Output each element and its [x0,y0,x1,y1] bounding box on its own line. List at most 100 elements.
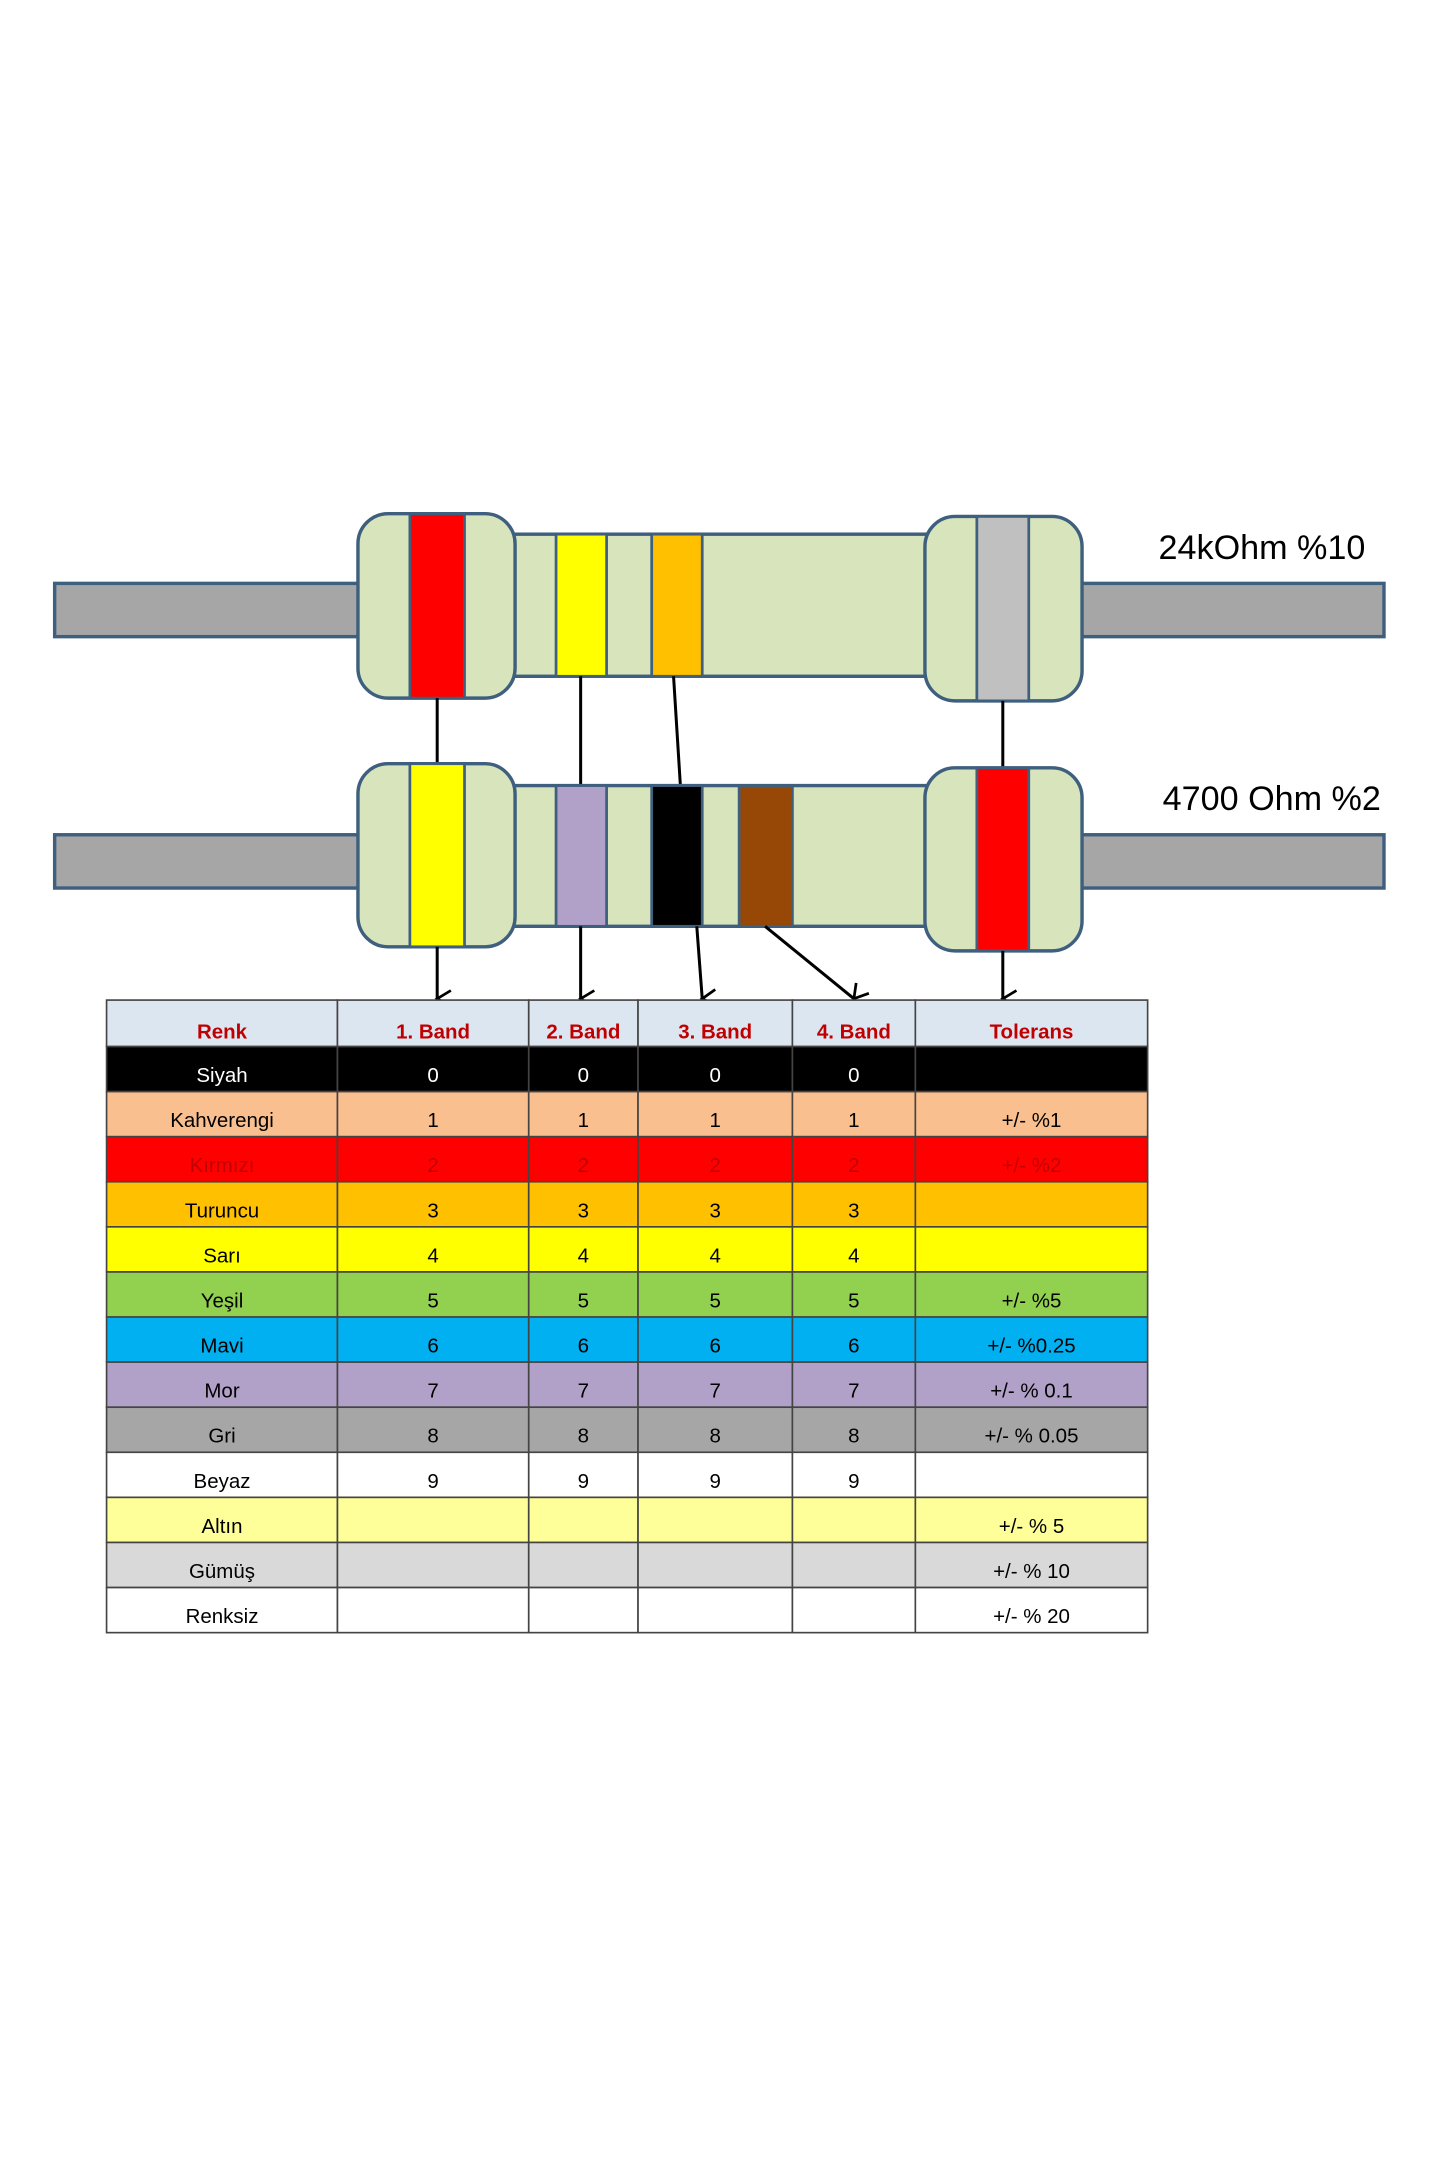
arrows-to-table [434,925,1018,1009]
color-name: Gümüş [189,1560,255,1583]
resistor-1-value-label: 24kOhm %10 [1159,529,1366,567]
color-name: Gri [208,1425,235,1448]
table-cell [637,1135,794,1183]
table-cell [336,1090,530,1138]
header-label: 4. Band [817,1020,891,1043]
resistor-1-tolerance-band [975,515,1031,703]
cell-value: 2 [848,1154,859,1177]
table-cell [105,1316,339,1363]
cell-value: 6 [427,1335,438,1358]
table-cell [914,1226,1149,1273]
table-cell [637,1406,794,1454]
cell-value: +/- % 0.05 [985,1425,1079,1448]
cell-value: 5 [710,1289,721,1312]
table-row: Altın +/- % 5 [105,1496,1149,1544]
table-cell [791,1226,917,1273]
table-cell [791,1496,917,1544]
resistor-2-band-3 [650,784,704,928]
table-cell [791,1316,917,1363]
cell-value: +/- % 10 [993,1560,1070,1583]
cell-value: 6 [578,1335,589,1358]
table-cell [914,1135,1149,1183]
cell-value: 8 [848,1425,859,1448]
table-cell [637,1586,794,1634]
cell-value: +/- % 5 [999,1515,1064,1538]
table-cell [105,1180,339,1228]
resistor-1-band-3 [650,532,704,678]
resistor-2-band-1 [408,762,466,949]
color-name: Sarı [203,1244,241,1267]
cell-value: 7 [427,1380,438,1403]
cell-value: 9 [578,1470,589,1493]
cell-value: 4 [710,1244,721,1267]
cell-value: +/- %5 [1002,1289,1062,1312]
table-cell [637,1541,794,1589]
resistor-2: 4700 Ohm %2 [52,762,1386,953]
resistor-1-band-1 [408,512,466,700]
table-cell [527,1496,639,1544]
table-cell [527,1090,639,1138]
table-cell [791,1090,917,1138]
table-row: Renksiz +/- % 20 [105,1586,1149,1634]
table-cell [527,1451,639,1499]
table-cell [791,1541,917,1589]
table-cell [914,1586,1149,1634]
table-cell [637,1271,794,1318]
connector-line [672,676,682,786]
table-cell [791,1045,917,1093]
cell-value: 1 [427,1109,438,1132]
header-label: 3. Band [678,1020,752,1043]
cell-value: 4 [578,1244,589,1267]
table-cell [791,1586,917,1634]
table-cell [914,1451,1149,1499]
table-cell [336,1180,530,1228]
cell-value: 0 [427,1064,438,1087]
color-name: Kahverengi [170,1109,274,1132]
table-cell [336,1226,530,1273]
table-cell [527,1271,639,1318]
table-cell [914,1361,1149,1409]
cell-value: 0 [578,1064,589,1087]
table-cell [914,1090,1149,1138]
table-cell [105,1226,339,1273]
cell-value: 9 [848,1470,859,1493]
cell-value: 8 [427,1425,438,1448]
table-cell [637,1090,794,1138]
cell-value: 3 [578,1199,589,1222]
table-cell [527,1316,639,1363]
cell-value: 9 [710,1470,721,1493]
cell-value: 0 [848,1064,859,1087]
table-cell [791,1135,917,1183]
cell-value: +/- %1 [1002,1109,1062,1132]
cell-value: 3 [427,1199,438,1222]
header-label: Tolerans [990,1020,1074,1043]
cell-value: 4 [848,1244,859,1267]
table-cell [527,1541,639,1589]
resistor-1-right-lead [1074,581,1386,639]
cell-value: 2 [427,1154,438,1177]
color-name: Altın [202,1515,243,1538]
arrow-icon [695,926,718,1008]
cell-value: 2 [710,1154,721,1177]
cell-value: +/- %2 [1002,1154,1062,1177]
table-cell [336,1541,530,1589]
table-cell [637,1451,794,1499]
table-cell [527,1361,639,1409]
resistor-2-left-lead [52,833,364,890]
arrow-icon [764,925,870,1001]
cell-value: +/- % 0.1 [990,1380,1073,1403]
table-cell [914,1541,1149,1589]
table-cell [914,1496,1149,1544]
cell-value: +/- %0.25 [987,1335,1075,1358]
cell-value: +/- % 20 [993,1605,1070,1628]
color-name: Renksiz [186,1605,259,1628]
resistor-2-band-2 [554,784,608,928]
cell-value: 2 [578,1154,589,1177]
cell-value: 5 [578,1289,589,1312]
table-cell [527,1586,639,1634]
connector-lines [435,676,1005,786]
